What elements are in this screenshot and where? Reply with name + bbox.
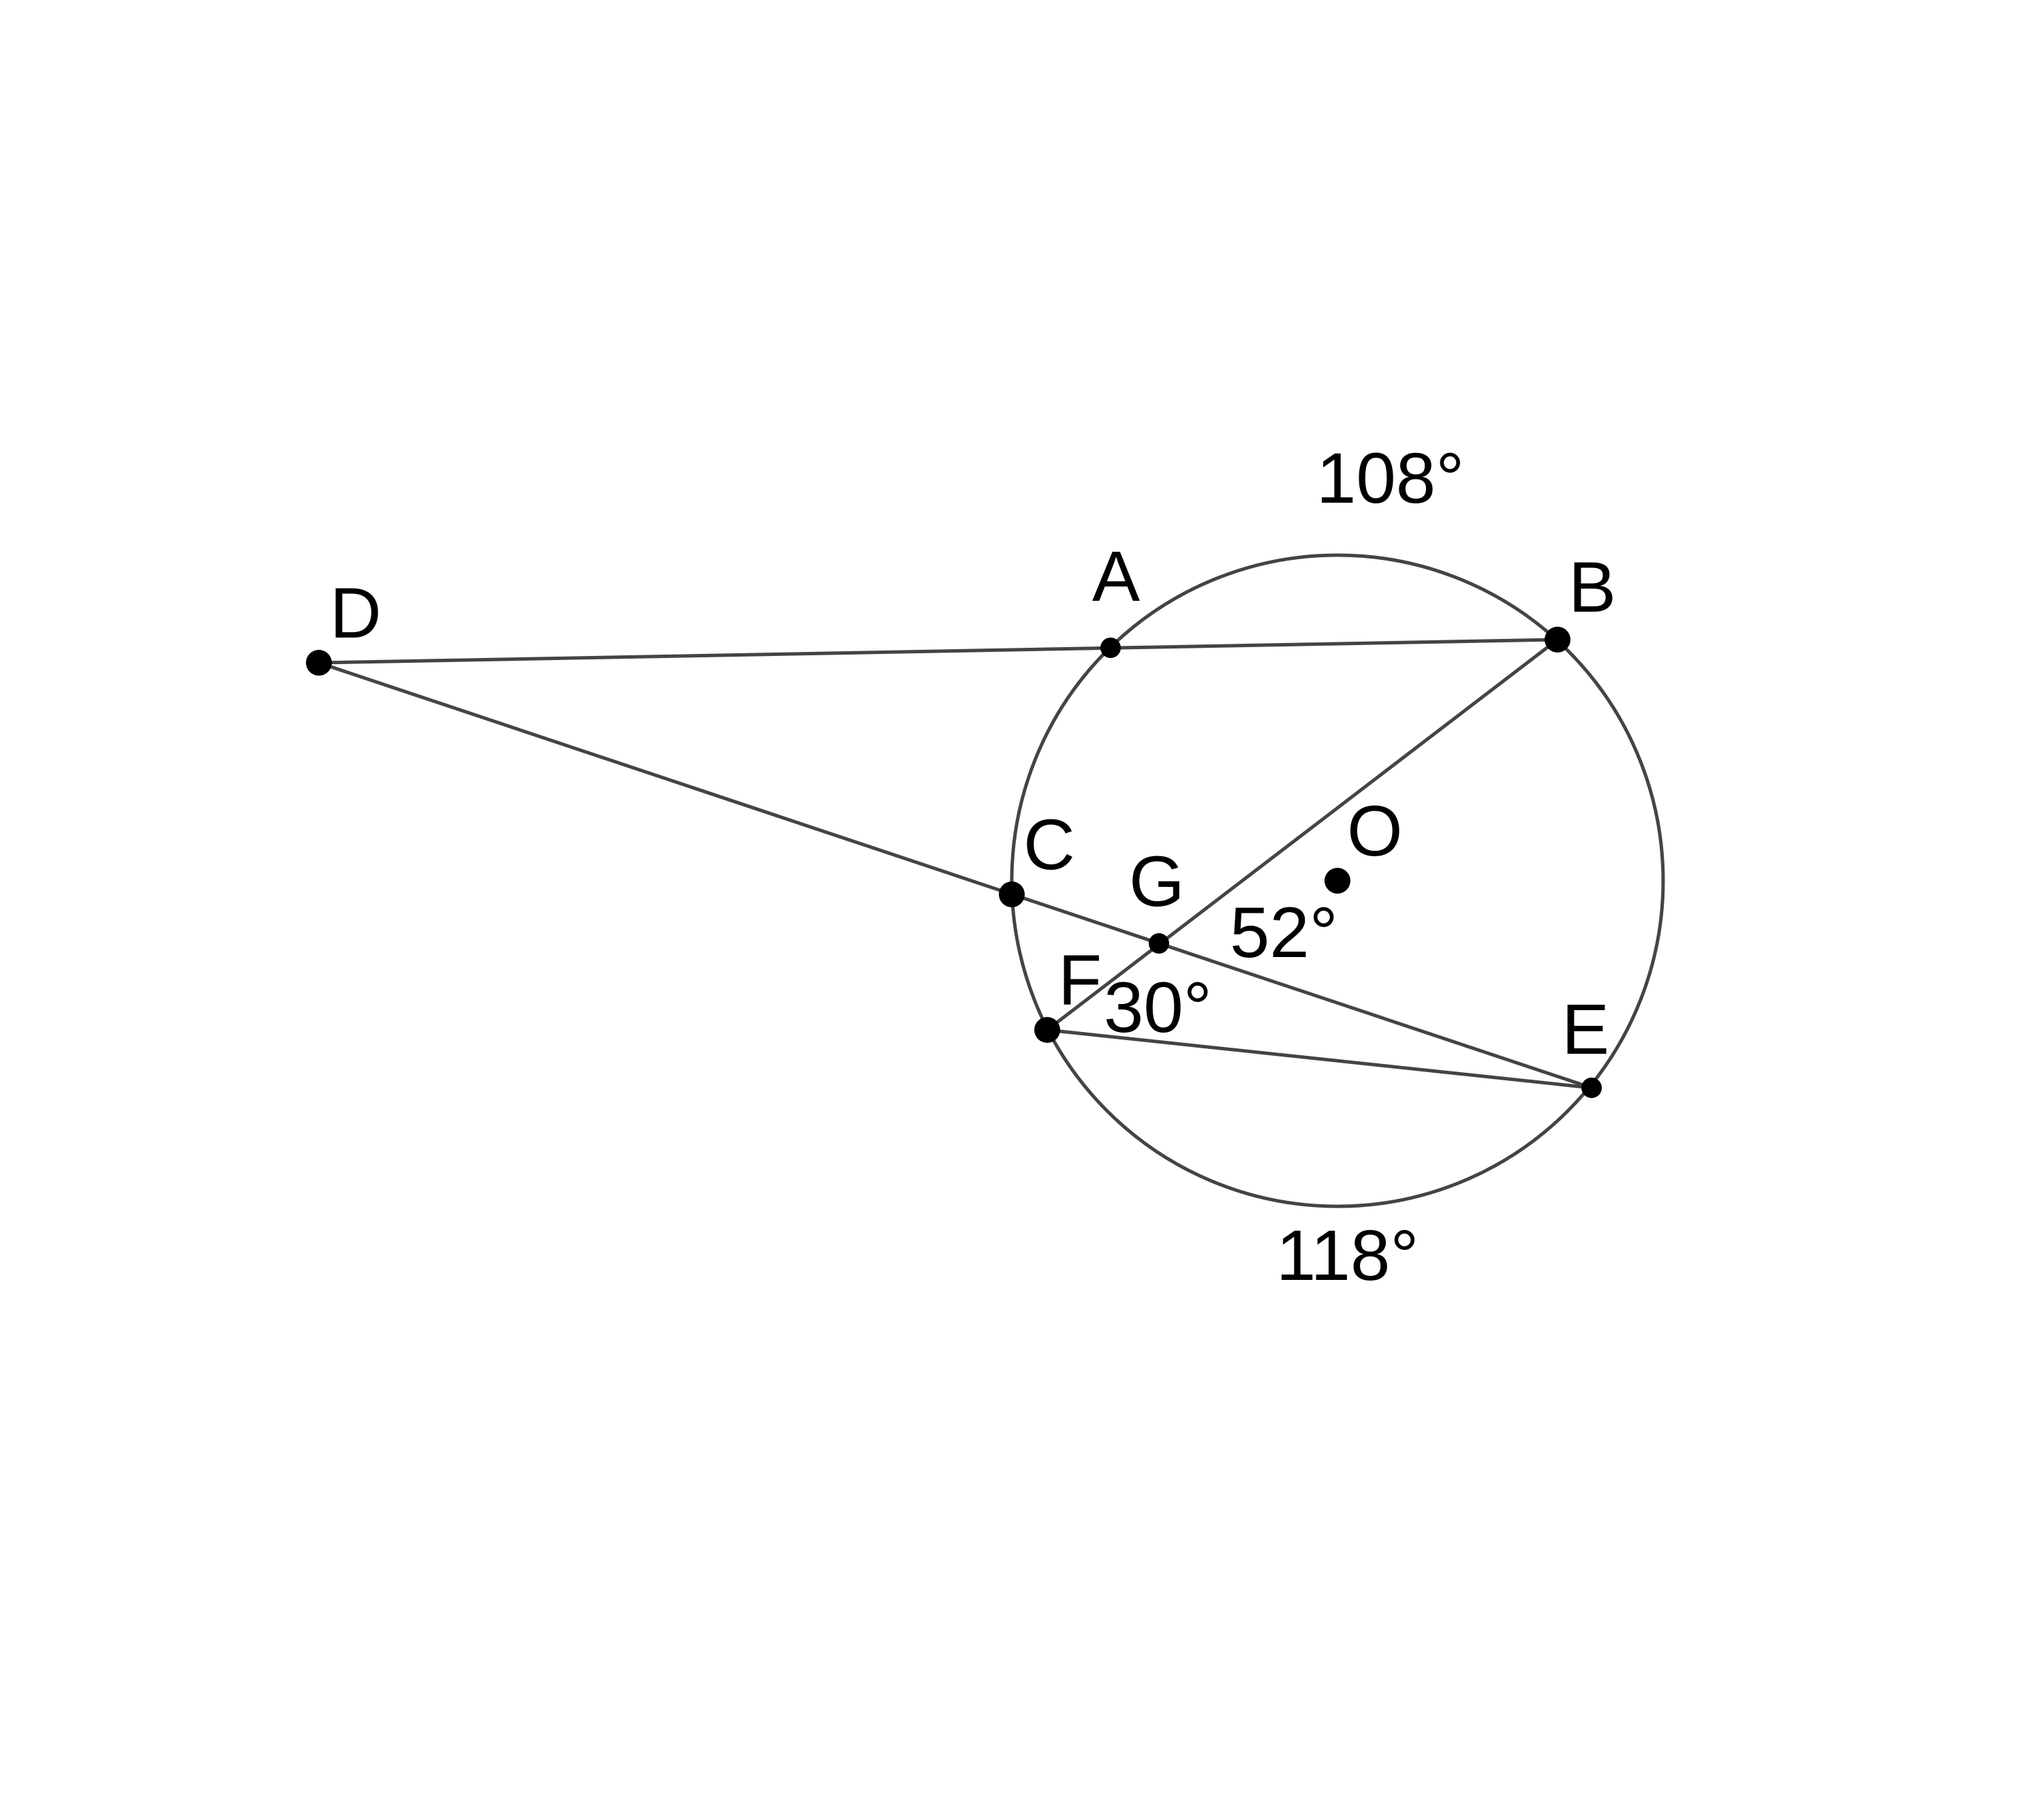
segment-db xyxy=(318,638,1558,665)
segment-de xyxy=(318,661,1592,1090)
point-c xyxy=(999,881,1025,907)
point-b xyxy=(1545,627,1570,653)
label-a: A xyxy=(1092,537,1140,616)
angle-bge-measure: 52° xyxy=(1230,893,1338,973)
point-a xyxy=(1100,638,1121,658)
chord-fb xyxy=(1046,638,1559,1031)
chord-fe xyxy=(1047,1028,1592,1090)
label-o: O xyxy=(1347,792,1403,871)
point-f xyxy=(1034,1017,1060,1043)
label-g: G xyxy=(1129,842,1185,922)
label-d: D xyxy=(330,574,382,653)
label-b: B xyxy=(1568,548,1616,627)
label-f: F xyxy=(1058,941,1102,1020)
arc-fe-measure: 118° xyxy=(1276,1216,1419,1296)
angle-gfe-measure: 30° xyxy=(1104,968,1212,1048)
point-o xyxy=(1325,868,1350,894)
point-g xyxy=(1149,933,1169,954)
point-e xyxy=(1581,1078,1602,1098)
point-d xyxy=(306,650,332,676)
label-e: E xyxy=(1562,990,1609,1069)
label-c: C xyxy=(1023,805,1075,885)
circle-o xyxy=(1010,553,1665,1208)
arc-ab-measure: 108° xyxy=(1316,439,1464,518)
